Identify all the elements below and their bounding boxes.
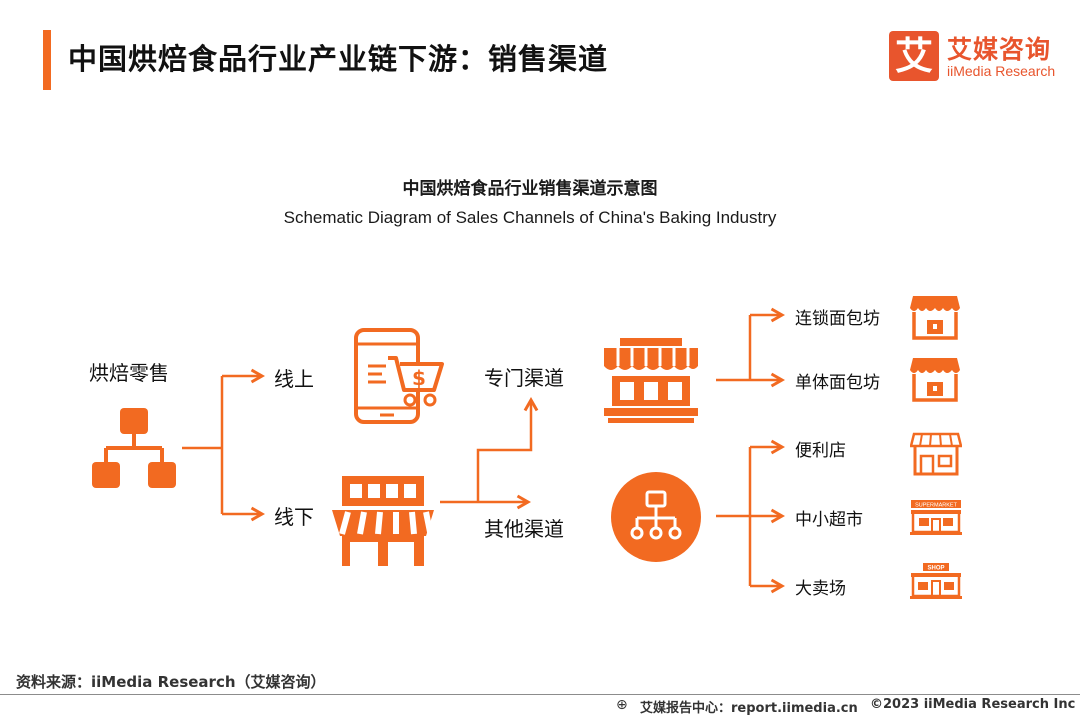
hypermarket-shop-icon: SHOP [910,563,962,599]
shop-sign-text: SHOP [927,566,944,572]
leaf-label-hypermarket: 大卖场 [795,579,846,599]
diagram-title-cn: 中国烘焙食品行业销售渠道示意图 [402,179,658,199]
diagram-title-en: Schematic Diagram of Sales Channels of C… [283,208,777,227]
title-accent-bar [43,30,51,90]
svg-text:$: $ [412,366,426,390]
offline-label: 线下 [274,505,314,529]
other-channel-network-icon [611,472,701,562]
single-bakery-shop-icon [910,358,960,402]
convenience-store-icon [910,432,962,476]
logo-text-cn: 艾媒咨询 [947,35,1052,64]
leaf-label-convenience-store: 便利店 [795,441,846,461]
globe-icon: ⊕ [616,697,628,713]
bakery-storefront-icon [604,338,698,423]
root-label: 烘焙零售 [89,361,169,385]
leaf-label-small-supermarket: 中小超市 [795,510,863,530]
report-center-link[interactable]: 艾媒报告中心：report.iimedia.cn [640,701,858,716]
footer-divider [0,694,1080,695]
data-source: 资料来源：iiMedia Research（艾媒咨询） [16,673,326,691]
logo-mark: 艾 [889,31,939,81]
chain-bakery-shop-icon [910,296,960,340]
arrow-to-specialty [476,396,539,502]
online-label: 线上 [274,367,314,391]
supermarket-icon: SUPERMARKET [910,500,962,535]
copyright: ©2023 iiMedia Research Inc [870,697,1076,712]
specialty-channel-label: 专门渠道 [484,366,564,390]
logo-text-en: iiMedia Research [947,63,1056,79]
page-title: 中国烘焙食品行业产业链下游：销售渠道 [68,42,609,76]
offline-store-icon [332,476,434,566]
leaf-label-chain-bakery: 连锁面包坊 [795,309,880,329]
hierarchy-icon [92,408,176,488]
mobile-shopping-icon: $ [354,328,444,424]
other-channel-label: 其他渠道 [484,517,564,541]
leaf-label-single-bakery: 单体面包坊 [795,373,880,393]
supermarket-sign-text: SUPERMARKET [915,503,958,509]
